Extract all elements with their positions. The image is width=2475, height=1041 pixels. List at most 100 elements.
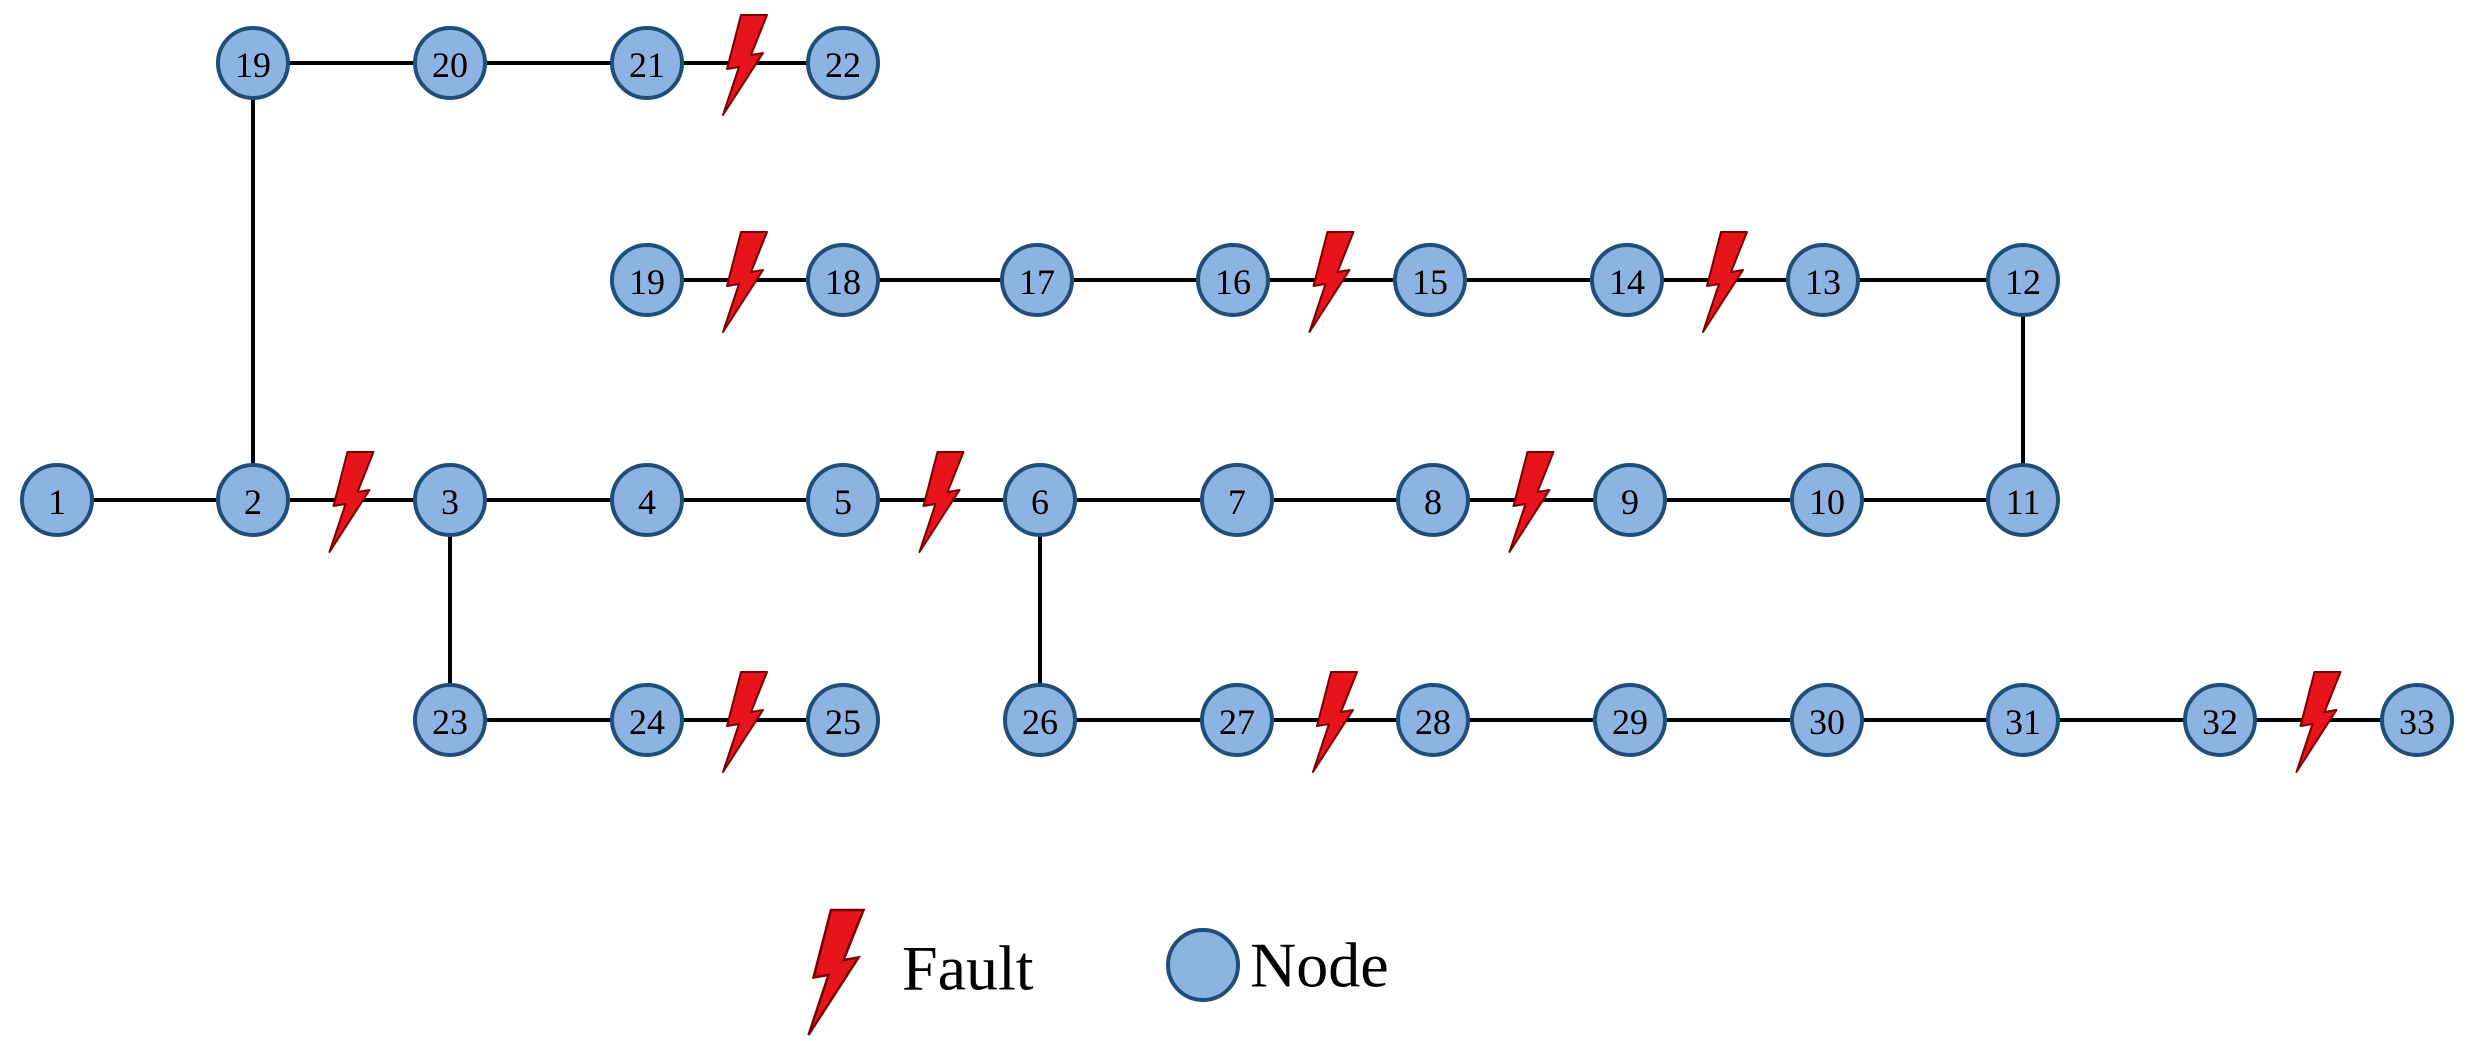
- fault-icon-14-13: [1702, 231, 1748, 333]
- node-9: 9: [1593, 463, 1667, 537]
- node-circle: [1593, 463, 1667, 537]
- lightning-bolt-icon: [807, 908, 866, 1036]
- node-label: 28: [1415, 702, 1451, 742]
- node-circle: [1003, 463, 1077, 537]
- node-27: 27: [1200, 683, 1274, 757]
- node-label: 20: [432, 45, 468, 85]
- node-label: 29: [1612, 702, 1648, 742]
- node-30: 30: [1790, 683, 1864, 757]
- node-label: 33: [2399, 702, 2435, 742]
- node-25: 25: [806, 683, 880, 757]
- node-label: 8: [1424, 482, 1442, 522]
- node-label: 5: [834, 482, 852, 522]
- node-3: 3: [413, 463, 487, 537]
- node-label: 24: [629, 702, 665, 742]
- legend-node-icon: [1166, 928, 1240, 1002]
- node-circle: [1000, 243, 1074, 317]
- node-22: 22: [806, 26, 880, 100]
- node-circle: [1986, 683, 2060, 757]
- node-circle: [1003, 683, 1077, 757]
- faults-layer: [328, 14, 2342, 773]
- node-circle: [1790, 463, 1864, 537]
- node-6: 6: [1003, 463, 1077, 537]
- node-label: 4: [638, 482, 656, 522]
- lightning-bolt-icon: [722, 14, 768, 116]
- fault-icon-8-9: [1508, 451, 1555, 553]
- lightning-bolt-icon: [722, 231, 768, 333]
- lightning-bolt-icon: [2295, 671, 2342, 773]
- fault-icon-2-3: [328, 451, 375, 553]
- node-circle: [216, 26, 290, 100]
- node-label: 18: [825, 262, 861, 302]
- node-label: 27: [1219, 702, 1255, 742]
- legend-fault-icon: [807, 908, 866, 1036]
- node-23: 23: [413, 683, 487, 757]
- node-circle: [610, 243, 684, 317]
- node-7: 7: [1200, 463, 1274, 537]
- node-circle: [610, 26, 684, 100]
- lightning-bolt-icon: [328, 451, 375, 553]
- node-circle: [1593, 683, 1667, 757]
- node-label: 14: [1609, 262, 1645, 302]
- node-circle: [1790, 683, 1864, 757]
- node-circle: [413, 683, 487, 757]
- node-18: 18: [806, 243, 880, 317]
- node-label: 10: [1809, 482, 1845, 522]
- node-24: 24: [610, 683, 684, 757]
- lightning-bolt-icon: [1312, 671, 1358, 773]
- node-circle: [610, 683, 684, 757]
- legend-fault-label: Fault: [902, 933, 1034, 1004]
- node-circle: [1200, 463, 1274, 537]
- node-11: 11: [1986, 463, 2060, 537]
- node-26: 26: [1003, 683, 1077, 757]
- node-circle: [806, 463, 880, 537]
- fault-icon-21-22: [722, 14, 768, 116]
- node-10: 10: [1790, 463, 1864, 537]
- node-label: 15: [1412, 262, 1448, 302]
- node-19: 19: [216, 26, 290, 100]
- node-21: 21: [610, 26, 684, 100]
- node-20: 20: [413, 26, 487, 100]
- node-2: 2: [216, 463, 290, 537]
- node-5: 5: [806, 463, 880, 537]
- node-label: 19: [629, 262, 665, 302]
- node-17: 17: [1000, 243, 1074, 317]
- lightning-bolt-icon: [1702, 231, 1748, 333]
- lightning-bolt-icon: [918, 451, 965, 553]
- node-circle: [806, 26, 880, 100]
- edges-layer: [57, 61, 2417, 722]
- node-label: 16: [1215, 262, 1251, 302]
- node-8: 8: [1396, 463, 1470, 537]
- node-circle: [216, 463, 290, 537]
- node-circle: [1396, 463, 1470, 537]
- lightning-bolt-icon: [1308, 231, 1355, 333]
- node-circle: [2380, 683, 2454, 757]
- node-label: 25: [825, 702, 861, 742]
- fault-icon-19b-18: [722, 231, 768, 333]
- node-circle: [1986, 463, 2060, 537]
- node-label: 9: [1621, 482, 1639, 522]
- node-circle: [806, 683, 880, 757]
- node-label: 26: [1022, 702, 1058, 742]
- lightning-bolt-icon: [1508, 451, 1555, 553]
- node-circle: [1196, 243, 1270, 317]
- fault-icon-16-15: [1308, 231, 1355, 333]
- node-circle: [806, 243, 880, 317]
- node-31: 31: [1986, 683, 2060, 757]
- node-circle: [413, 26, 487, 100]
- node-label: 17: [1019, 262, 1055, 302]
- legend: Fault Node: [807, 908, 1389, 1036]
- node-label: 30: [1809, 702, 1845, 742]
- node-4: 4: [610, 463, 684, 537]
- node-33: 33: [2380, 683, 2454, 757]
- node-circle: [2183, 683, 2257, 757]
- node-circle: [413, 463, 487, 537]
- node-32: 32: [2183, 683, 2257, 757]
- lightning-bolt-icon: [722, 671, 768, 773]
- node-label: 19: [235, 45, 271, 85]
- node-circle: [1786, 243, 1860, 317]
- fault-icon-32-33: [2295, 671, 2342, 773]
- node-circle: [1396, 683, 1470, 757]
- node-12: 12: [1986, 243, 2060, 317]
